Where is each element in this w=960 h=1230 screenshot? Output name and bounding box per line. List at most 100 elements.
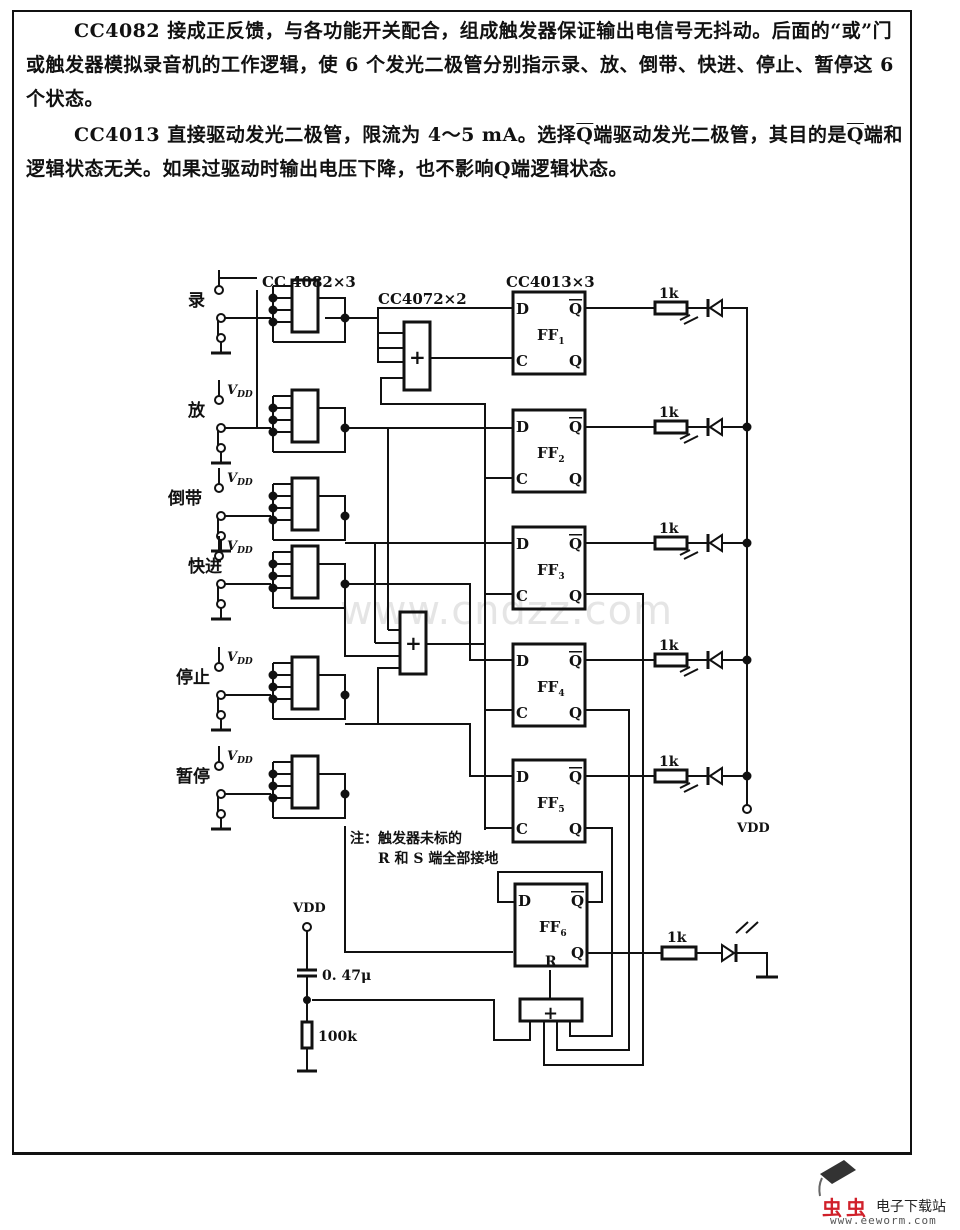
paragraph-2-part-b: 端驱动发光二极管，其目的是 [593,124,847,146]
switch-contact-icon [214,551,224,561]
and-gate-feedback-wire [273,416,346,453]
resistor-ff6 [660,945,698,961]
resistor-value: 1k [659,754,679,770]
pin-qbar-label: Q [569,418,582,436]
pin-d-label: D [516,418,529,436]
pin-q-label: Q [569,587,582,605]
qbar-symbol: Q [846,124,864,146]
wire-or2-in4 [377,667,400,724]
junction-dot [340,789,350,799]
junction-dot [340,511,350,521]
and-gate-output-wire [318,407,346,428]
note-line-1: 注：触发器未标的 [350,830,462,847]
switch-contact-icon [214,483,224,493]
flipflop-2 [511,408,587,494]
and-gate [290,388,320,444]
resistor-reset-value: 100k [318,1029,357,1045]
led-outputs: 1k 1k 1k 1k 1k [585,286,752,793]
pin-c-label: C [516,470,528,488]
and-gate [290,278,320,334]
flipflop-name: FF3 [537,561,565,582]
resistor-value: 1k [659,286,679,302]
switch-label: 放 [187,400,206,421]
switch-contact-icon [214,761,224,771]
led-ff6-icon [721,943,736,963]
led-light-icon [683,435,699,444]
switch-contact-icon [214,285,224,295]
led-light-icon [679,433,691,440]
wire-row4 [345,583,471,600]
flipflop-ic-label: CC4013×3 [506,273,595,291]
watermark-brand: 虫虫 [822,1196,870,1220]
switch-wire [218,277,257,286]
led-light-icon [679,314,691,321]
pin-r-label: R [545,954,557,970]
or-gate-ic-label: CC4072×2 [378,290,467,308]
switch-vdd-label: VDD [227,383,253,400]
pin-qbar-label: Q [571,892,584,910]
page-frame [12,10,912,1155]
watermark-logo [818,1160,856,1197]
led-light-icon [683,316,699,325]
or-gate-reset-symbol: + [543,1003,558,1024]
and-gate-output-wire [318,495,346,516]
flipflop-3 [511,525,587,611]
graduation-cap-icon [820,1160,856,1184]
paragraph-1: CC4082 接成正反馈，与各功能开关配合，组成触发器保证输出电信号无抖动。后面… [26,14,906,116]
pin-q-label: Q [569,704,582,722]
resistor-value: 1k [659,405,679,421]
resistor-value: 1k [659,638,679,654]
led-ff6-light-arrow [745,921,759,934]
pin-qbar-label: Q [569,300,582,318]
and-gate-output-wire [318,674,346,695]
wire-ff4-d [469,584,513,661]
flipflop-name: FF5 [537,794,565,815]
pin-d-label: D [516,768,529,786]
wire-or2-in3 [344,584,400,657]
resistor-1k [653,652,689,668]
wire-ff1-d [325,307,513,319]
led-diode-icon [708,766,723,786]
resistor-1k [653,535,689,551]
wire-ff6-c [344,826,513,953]
resistor-ff6-value: 1k [667,930,687,946]
resistor-value: 1k [659,521,679,537]
pin-q-label: Q [569,820,582,838]
and-gate-feedback-wire [273,572,346,609]
flipflop-6 [513,882,589,968]
junction-dot [303,996,311,1004]
vdd-terminal [742,804,752,814]
and-gate-output-wire [318,563,346,584]
pin-c-label: C [516,352,528,370]
flipflop-index: 6 [560,929,566,939]
pin-q-label: Q [571,944,584,962]
led-diode-icon [708,533,723,553]
led-light-icon [683,784,699,793]
flipflop-index: 1 [558,337,564,347]
note-line-2: R 和 S 端全部接地 [378,850,498,867]
switch-contact-icon [214,395,224,405]
pin-qbar-label: Q [569,535,582,553]
led-diode-icon [708,417,723,437]
and-gate-feedback-wire [273,306,346,343]
switch-vdd-sub: DD [236,756,253,766]
switch-vdd-sub: DD [236,546,253,556]
and-gate-feedback-wire [273,782,346,819]
cap-tassel-icon [818,1177,823,1197]
resistor-1k [653,300,689,316]
and-gate-feedback-wire [273,683,346,720]
wire-ff3-q-reset [543,593,644,1066]
flipflop-index: 2 [558,455,564,465]
switch-vdd-label: VDD [227,471,253,488]
and-gate-ic-label: CC 4082×3 [262,273,356,291]
and-gate [290,476,320,532]
vdd-label: VDD [736,821,770,836]
or-gate-1 [402,320,432,392]
watermark-cndzz: www.cndzz.com [340,588,674,634]
and-gate [290,544,320,600]
switch-label: 快进 [188,556,222,577]
pin-d-label: D [518,892,531,910]
and-gate-feedback-wire [273,504,346,541]
resistor-reset [300,1020,314,1050]
